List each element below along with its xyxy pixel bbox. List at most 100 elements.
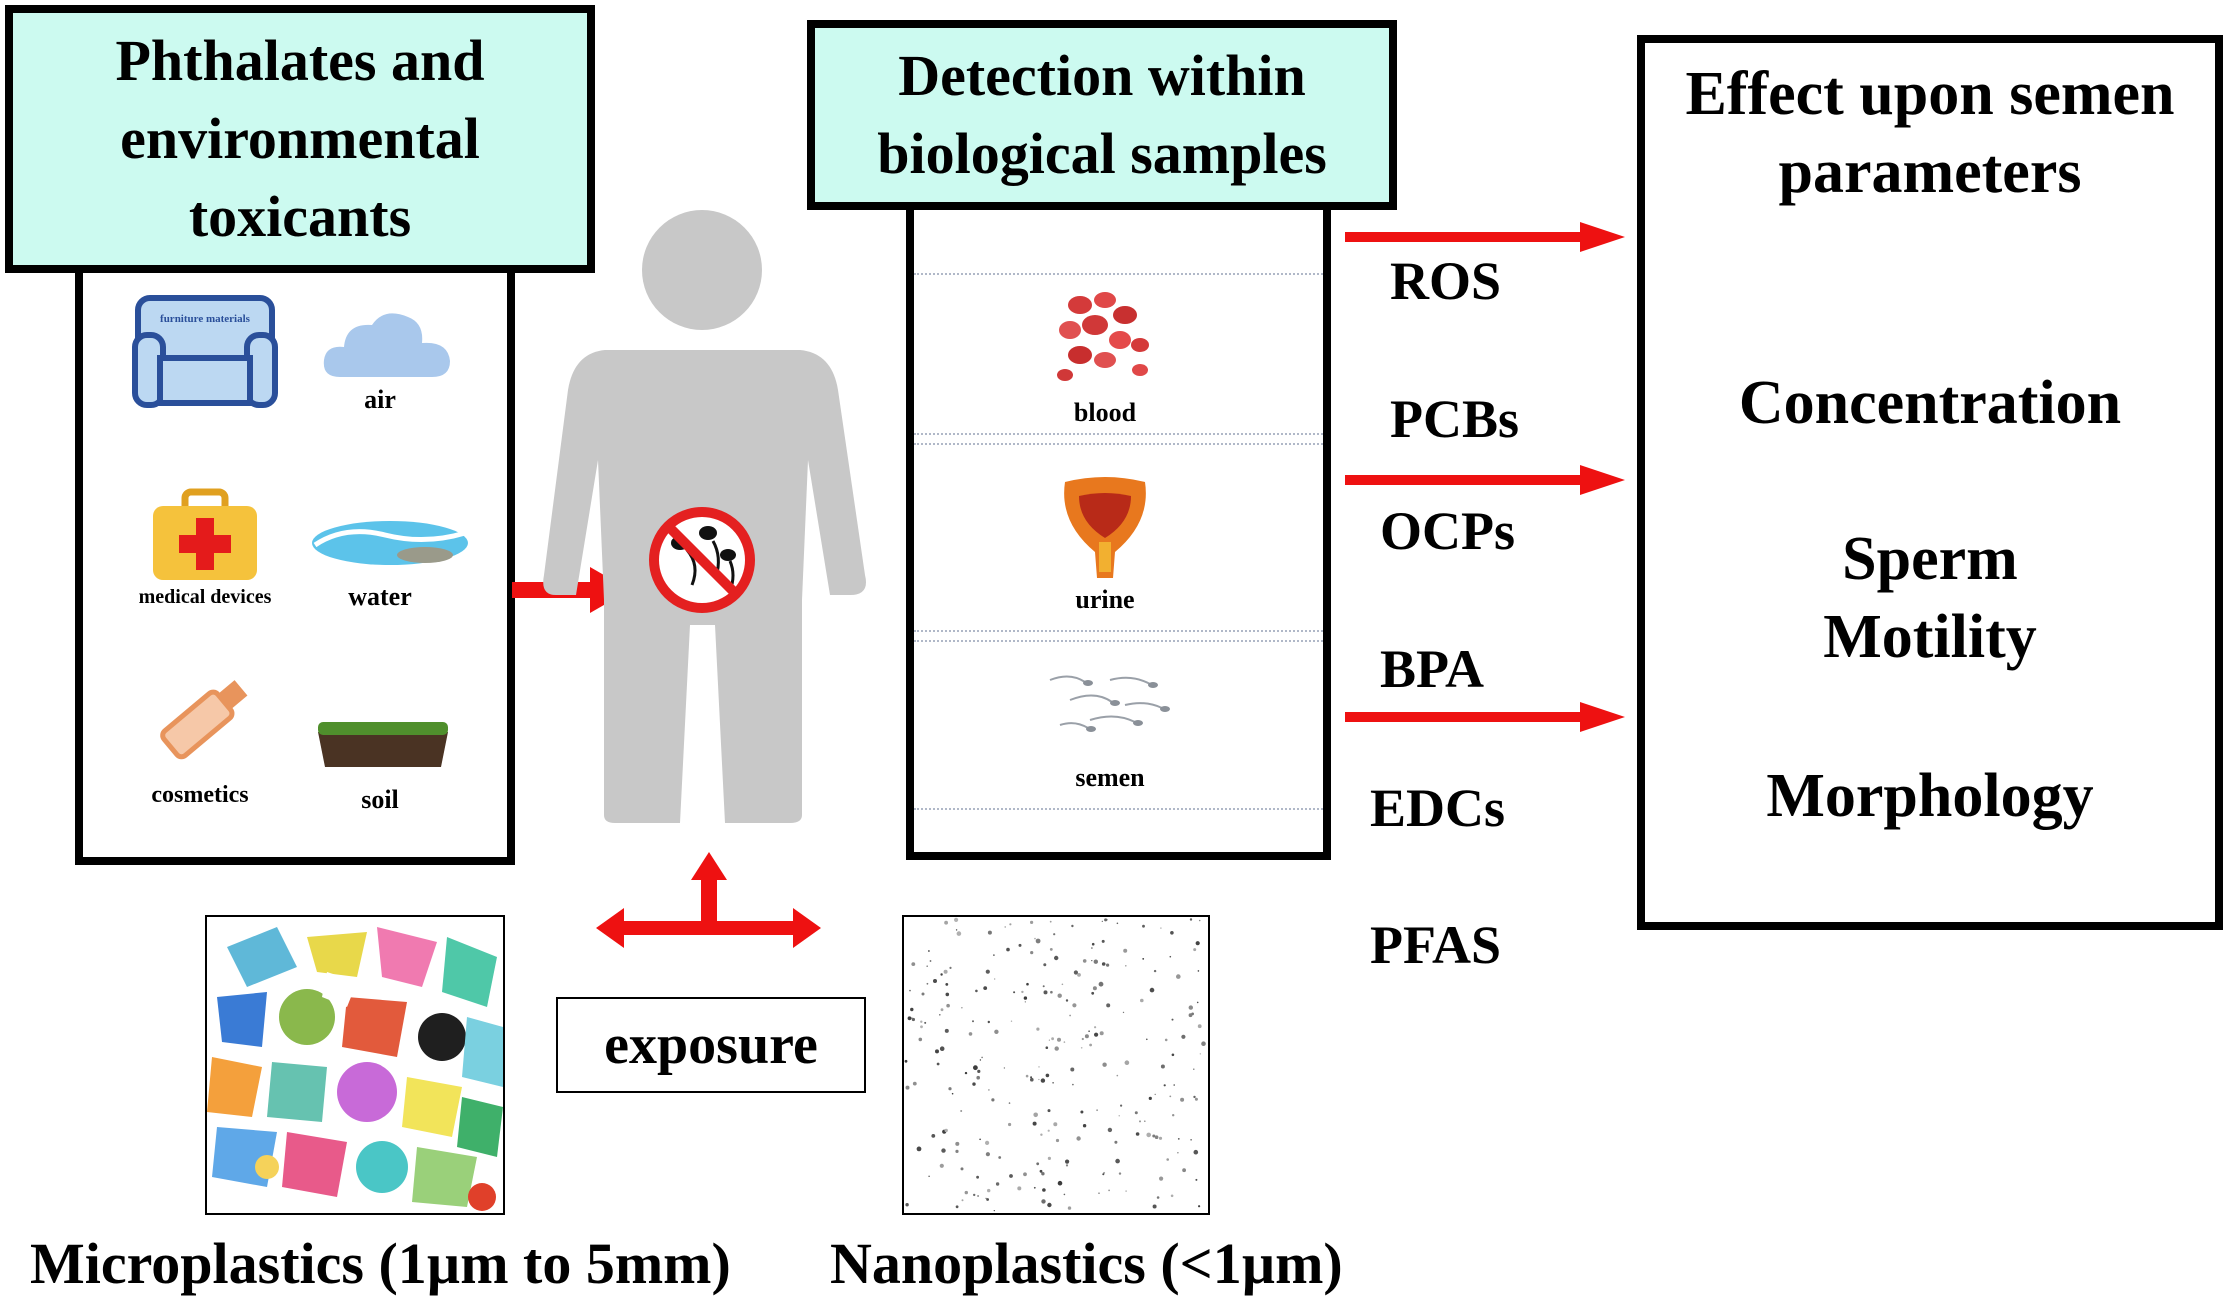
nanoplastic-particle	[1052, 1082, 1054, 1084]
nanoplastic-particle	[1142, 924, 1145, 928]
nanoplastics-caption: Nanoplastics (<1µm)	[830, 1231, 1343, 1296]
nanoplastic-particle	[1030, 951, 1034, 955]
nanoplastic-particle	[1188, 1013, 1193, 1018]
nanoplastic-particle	[926, 965, 928, 967]
nanoplastic-particle	[1017, 1186, 1022, 1191]
nanoplastic-particle	[1101, 962, 1106, 966]
nanoplastic-particle	[940, 1008, 944, 1012]
nanoplastic-particle	[920, 1025, 923, 1029]
nanoplastic-particle	[1054, 955, 1059, 961]
nanoplastic-particle	[1198, 1205, 1201, 1208]
nanoplastic-particle	[955, 1141, 960, 1146]
microplastics-caption: Microplastics (1µm to 5mm)	[30, 1231, 731, 1296]
nanoplastic-particle	[943, 969, 948, 974]
nanoplastic-particle	[955, 1149, 959, 1153]
nanoplastic-particle	[1034, 937, 1036, 940]
nanoplastic-particle	[1166, 1158, 1169, 1161]
nanoplastic-particle	[1080, 1047, 1083, 1049]
nanoplastic-particle	[1057, 993, 1062, 998]
nanoplastic-particle	[1063, 1041, 1066, 1043]
nanoplastic-particle	[1061, 983, 1064, 986]
nanoplastic-particle	[1144, 1120, 1146, 1122]
nanoplastic-particle	[1193, 1068, 1195, 1070]
nanoplastic-particle	[1171, 1053, 1175, 1057]
nanoplastic-particle	[986, 1198, 989, 1201]
nanoplastic-particle	[1082, 959, 1087, 963]
nanoplastic-particle	[964, 1190, 968, 1195]
nanoplastic-particle	[994, 978, 996, 980]
nanoplastic-particle	[1049, 920, 1052, 923]
water-icon	[312, 521, 468, 565]
nanoplastic-particle	[1069, 1014, 1071, 1017]
nanoplastic-particle	[1182, 1168, 1186, 1173]
nanoplastic-particle	[983, 986, 988, 990]
nanoplastic-particle	[954, 917, 959, 922]
nanoplastic-particle	[1120, 1104, 1123, 1107]
nanoplastic-particle	[964, 1071, 968, 1075]
nanoplastic-particle	[955, 929, 958, 931]
nanoplastic-particle	[1152, 1204, 1157, 1209]
nanoplastic-particle	[944, 920, 948, 925]
nanoplastic-particle	[1092, 986, 1097, 991]
nanoplastic-particles	[904, 917, 1206, 1212]
nanoplastic-particle	[1125, 965, 1127, 967]
nanoplastic-particle	[1057, 1037, 1061, 1042]
nanoplastic-particle	[1026, 982, 1029, 986]
effect-sperm-motility: Sperm Motility	[1823, 525, 2037, 671]
nanoplastic-particle	[1042, 985, 1045, 988]
sample-semen-label: semen	[1075, 763, 1145, 792]
nanoplastic-particle	[1118, 1172, 1122, 1175]
detection-title-text: Detection within biological samples	[877, 43, 1327, 186]
nanoplastic-particle	[1009, 923, 1012, 926]
nanoplastic-particle	[920, 1020, 923, 1023]
nanoplastic-particle	[1047, 1129, 1050, 1132]
nanoplastic-particle	[1193, 1095, 1196, 1099]
nanoplastic-particle	[1030, 1077, 1034, 1082]
nanoplastic-particle	[1196, 1001, 1199, 1004]
nanoplastic-particle	[1051, 1037, 1054, 1041]
nanoplastic-particle	[1042, 1188, 1046, 1192]
nanoplastic-particle	[1158, 1136, 1163, 1140]
nanoplastic-particle	[1171, 1018, 1174, 1021]
nanoplastic-particle	[1101, 920, 1103, 922]
human-silhouette	[543, 210, 866, 823]
sample-urine-label: urine	[1075, 585, 1135, 614]
nanoplastic-particle	[1156, 1196, 1160, 1199]
nanoplastic-particle	[1146, 1038, 1148, 1041]
nanoplastic-particle	[985, 969, 990, 974]
chem-pcbs: PCBs	[1390, 389, 1520, 449]
nanoplastic-particle	[1004, 926, 1006, 928]
cloud-icon	[323, 313, 450, 377]
nanoplastic-particle	[985, 1140, 990, 1145]
microplastics-image	[205, 915, 505, 1215]
nanoplastic-particle	[1098, 981, 1104, 987]
nanoplastic-particle	[1164, 1038, 1168, 1042]
nanoplastic-particle	[904, 1059, 908, 1063]
nanoplastic-particle	[1142, 958, 1145, 960]
nanoplastic-particle	[912, 1081, 917, 1086]
nanoplastic-particle	[1124, 1060, 1130, 1065]
nanoplastic-particle	[1023, 1172, 1027, 1177]
nanoplastic-particle	[1018, 943, 1022, 947]
nanoplastic-particle	[1071, 924, 1074, 928]
nanoplastic-particle	[905, 1085, 910, 1090]
nanoplastic-particle	[973, 1065, 978, 1071]
nanoplastic-particle	[926, 982, 929, 985]
nanoplastic-particle	[1122, 1011, 1125, 1014]
nanoplastic-particle	[976, 1175, 979, 1179]
nanoplastic-particle	[1033, 1186, 1036, 1189]
nanoplastic-particle	[1197, 1024, 1202, 1029]
nanoplastic-particle	[1023, 996, 1028, 1000]
nanoplastic-particle	[1065, 1159, 1070, 1164]
nanoplastic-particle	[1170, 1194, 1174, 1198]
nanoplastic-particle	[985, 1197, 987, 1199]
nanoplastic-particle	[931, 1134, 936, 1138]
nanoplastic-particle	[1099, 1031, 1104, 1036]
nanoplastic-particle	[905, 1203, 909, 1207]
nanoplastic-particle	[928, 1175, 930, 1177]
nanoplastic-particle	[944, 1128, 948, 1133]
blood-cells-icon	[1057, 292, 1149, 381]
nanoplastic-particle	[979, 1059, 982, 1061]
nanoplastic-particle	[1082, 1124, 1087, 1128]
nanoplastic-particle	[1125, 1190, 1127, 1192]
